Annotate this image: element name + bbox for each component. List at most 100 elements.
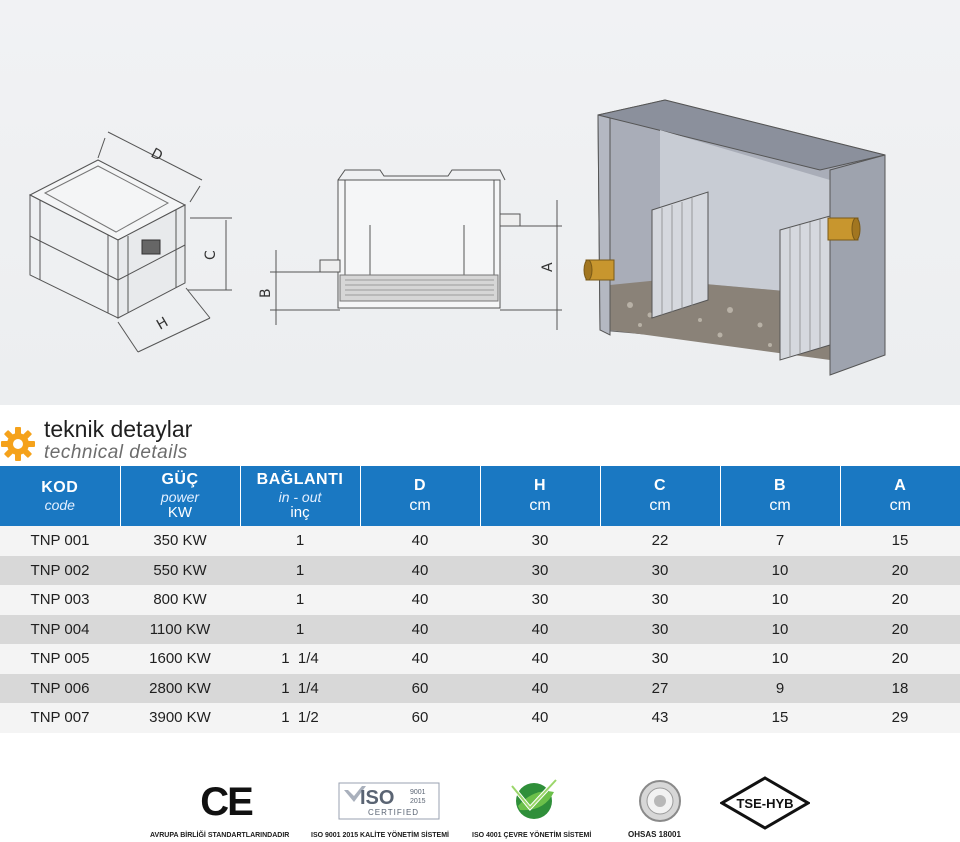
cell-b: 10 xyxy=(720,614,840,644)
header-power: GÜÇ power KW xyxy=(119,466,240,526)
cell-a: 20 xyxy=(840,614,960,644)
iso-mark-text: ISO xyxy=(360,787,394,809)
cell-d: 40 xyxy=(360,614,480,644)
cell-c: 30 xyxy=(600,644,720,674)
certification-logos: CE AVRUPA BİRLİĞİ STANDARTLARINDADIR ISO… xyxy=(0,760,960,842)
cell-b: 15 xyxy=(720,703,840,733)
header-c: C cm xyxy=(599,466,720,526)
cell-power: 1100 KW xyxy=(120,614,240,644)
ohsas-label: OHSAS 18001 xyxy=(628,830,681,839)
cell-connection: 1 1/4 xyxy=(240,644,360,674)
cell-d: 60 xyxy=(360,703,480,733)
cell-h: 30 xyxy=(480,526,600,556)
cell-h: 40 xyxy=(480,703,600,733)
header-b: B cm xyxy=(719,466,840,526)
dim-label-d: D xyxy=(148,145,165,164)
cell-a: 15 xyxy=(840,526,960,556)
header-connection: BAĞLANTI in - out inç xyxy=(239,466,360,526)
cell-connection: 1 xyxy=(240,585,360,615)
cell-code: TNP 003 xyxy=(0,585,120,615)
section-title: teknik detaylar technical details xyxy=(0,412,320,464)
cell-code: TNP 007 xyxy=(0,703,120,733)
cell-h: 30 xyxy=(480,555,600,585)
cell-a: 20 xyxy=(840,555,960,585)
cell-h: 40 xyxy=(480,614,600,644)
cell-power: 800 KW xyxy=(120,585,240,615)
section-title-turkish: teknik detaylar xyxy=(44,416,193,442)
cell-b: 10 xyxy=(720,585,840,615)
cell-b: 9 xyxy=(720,673,840,703)
cell-b: 10 xyxy=(720,644,840,674)
header-h: H cm xyxy=(479,466,600,526)
cell-code: TNP 002 xyxy=(0,555,120,585)
cell-power: 350 KW xyxy=(120,526,240,556)
header-a: A cm xyxy=(839,466,960,526)
iso-certified-text: CERTIFIED xyxy=(368,808,419,817)
cell-b: 7 xyxy=(720,526,840,556)
table-row: TNP 002 550 KW 1 40 30 30 10 20 xyxy=(0,555,960,585)
cell-connection: 1 xyxy=(240,555,360,585)
cell-h: 40 xyxy=(480,644,600,674)
cell-d: 40 xyxy=(360,644,480,674)
cell-connection: 1 1/4 xyxy=(240,673,360,703)
gear-icon xyxy=(1,427,35,461)
iso-num-text: 9001 xyxy=(410,789,426,796)
dim-label-b: B xyxy=(258,288,274,298)
technical-spec-table: KOD code GÜÇ power KW BAĞLANTI in - out … xyxy=(0,466,960,733)
cell-connection: 1 1/2 xyxy=(240,703,360,733)
cell-c: 30 xyxy=(600,614,720,644)
cell-code: TNP 001 xyxy=(0,526,120,556)
ce-label: AVRUPA BİRLİĞİ STANDARTLARINDADIR xyxy=(150,832,290,839)
cell-a: 18 xyxy=(840,673,960,703)
cell-c: 30 xyxy=(600,585,720,615)
ce-mark-logo: CE xyxy=(200,780,254,824)
section-title-english: technical details xyxy=(44,442,188,463)
header-code: KOD code xyxy=(0,466,120,526)
cell-d: 40 xyxy=(360,555,480,585)
header-d: D cm xyxy=(359,466,480,526)
product-diagrams: D C H B xyxy=(28,99,886,376)
cell-d: 40 xyxy=(360,526,480,556)
cell-a: 20 xyxy=(840,585,960,615)
cell-connection: 1 xyxy=(240,614,360,644)
cell-d: 60 xyxy=(360,673,480,703)
cell-a: 29 xyxy=(840,703,960,733)
cell-power: 2800 KW xyxy=(120,673,240,703)
cell-d: 40 xyxy=(360,585,480,615)
iso-9001-logo: ISO 9001 2015 CERTIFIED xyxy=(338,782,440,820)
cell-c: 27 xyxy=(600,673,720,703)
table-row: TNP 004 1100 KW 1 40 40 30 10 20 xyxy=(0,614,960,644)
cell-power: 550 KW xyxy=(120,555,240,585)
dim-label-c: C xyxy=(203,250,219,260)
cell-c: 30 xyxy=(600,555,720,585)
product-diagram-area: D C H B xyxy=(0,0,960,405)
iso-14001-label: ISO 4001 ÇEVRE YÖNETİM SİSTEMİ xyxy=(472,832,592,839)
cell-a: 20 xyxy=(840,644,960,674)
iso-year-text: 2015 xyxy=(410,798,426,805)
cell-power: 1600 KW xyxy=(120,644,240,674)
cutaway-render xyxy=(583,99,886,376)
cell-code: TNP 004 xyxy=(0,614,120,644)
tse-hyb-logo: TSE-HYB xyxy=(720,776,810,830)
isometric-box-drawing xyxy=(28,131,232,353)
table-row: TNP 003 800 KW 1 40 30 30 10 20 xyxy=(0,585,960,615)
tse-mark-text: TSE-HYB xyxy=(736,796,793,811)
section-view-drawing xyxy=(270,169,562,330)
cell-c: 22 xyxy=(600,526,720,556)
iso-9001-label: ISO 9001 2015 KALİTE YÖNETİM SİSTEMİ xyxy=(311,832,449,839)
cell-h: 30 xyxy=(480,585,600,615)
cell-c: 43 xyxy=(600,703,720,733)
cell-power: 3900 KW xyxy=(120,703,240,733)
cell-h: 40 xyxy=(480,673,600,703)
dim-label-a: A xyxy=(540,262,556,272)
filter-hatch xyxy=(345,279,494,296)
table-row: TNP 006 2800 KW 1 1/4 60 40 27 9 18 xyxy=(0,673,960,703)
cell-connection: 1 xyxy=(240,526,360,556)
cell-code: TNP 005 xyxy=(0,644,120,674)
cell-code: TNP 006 xyxy=(0,673,120,703)
table-header-row: KOD code GÜÇ power KW BAĞLANTI in - out … xyxy=(0,466,960,526)
iso-14001-logo xyxy=(510,778,558,819)
dim-label-h: H xyxy=(154,314,171,333)
cell-b: 10 xyxy=(720,555,840,585)
ohsas-18001-logo xyxy=(639,780,681,822)
